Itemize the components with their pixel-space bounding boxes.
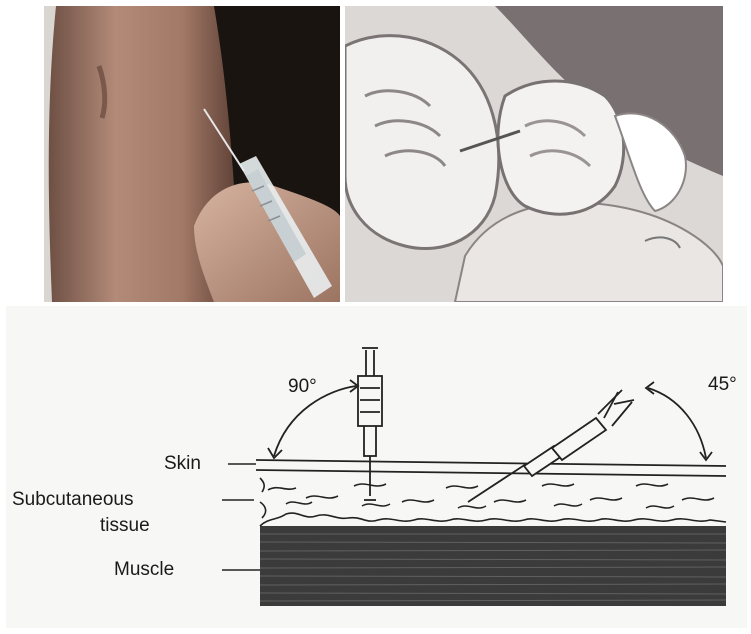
muscle-label: Muscle (114, 559, 174, 580)
injection-angle-diagram: 90° 45° Skin Subcutaneous tissue Muscle (6, 306, 747, 628)
photo-subcutaneous-injection (345, 6, 723, 302)
subcutaneous-label-line1: Subcutaneous (12, 489, 134, 510)
muscle-layer (260, 526, 726, 606)
angle-45-label: 45° (708, 374, 737, 395)
skin-label: Skin (164, 453, 201, 474)
subcutaneous-label-line2: tissue (100, 515, 150, 536)
photo-arm-injection (44, 6, 340, 302)
angle-90-label: 90° (288, 376, 317, 397)
